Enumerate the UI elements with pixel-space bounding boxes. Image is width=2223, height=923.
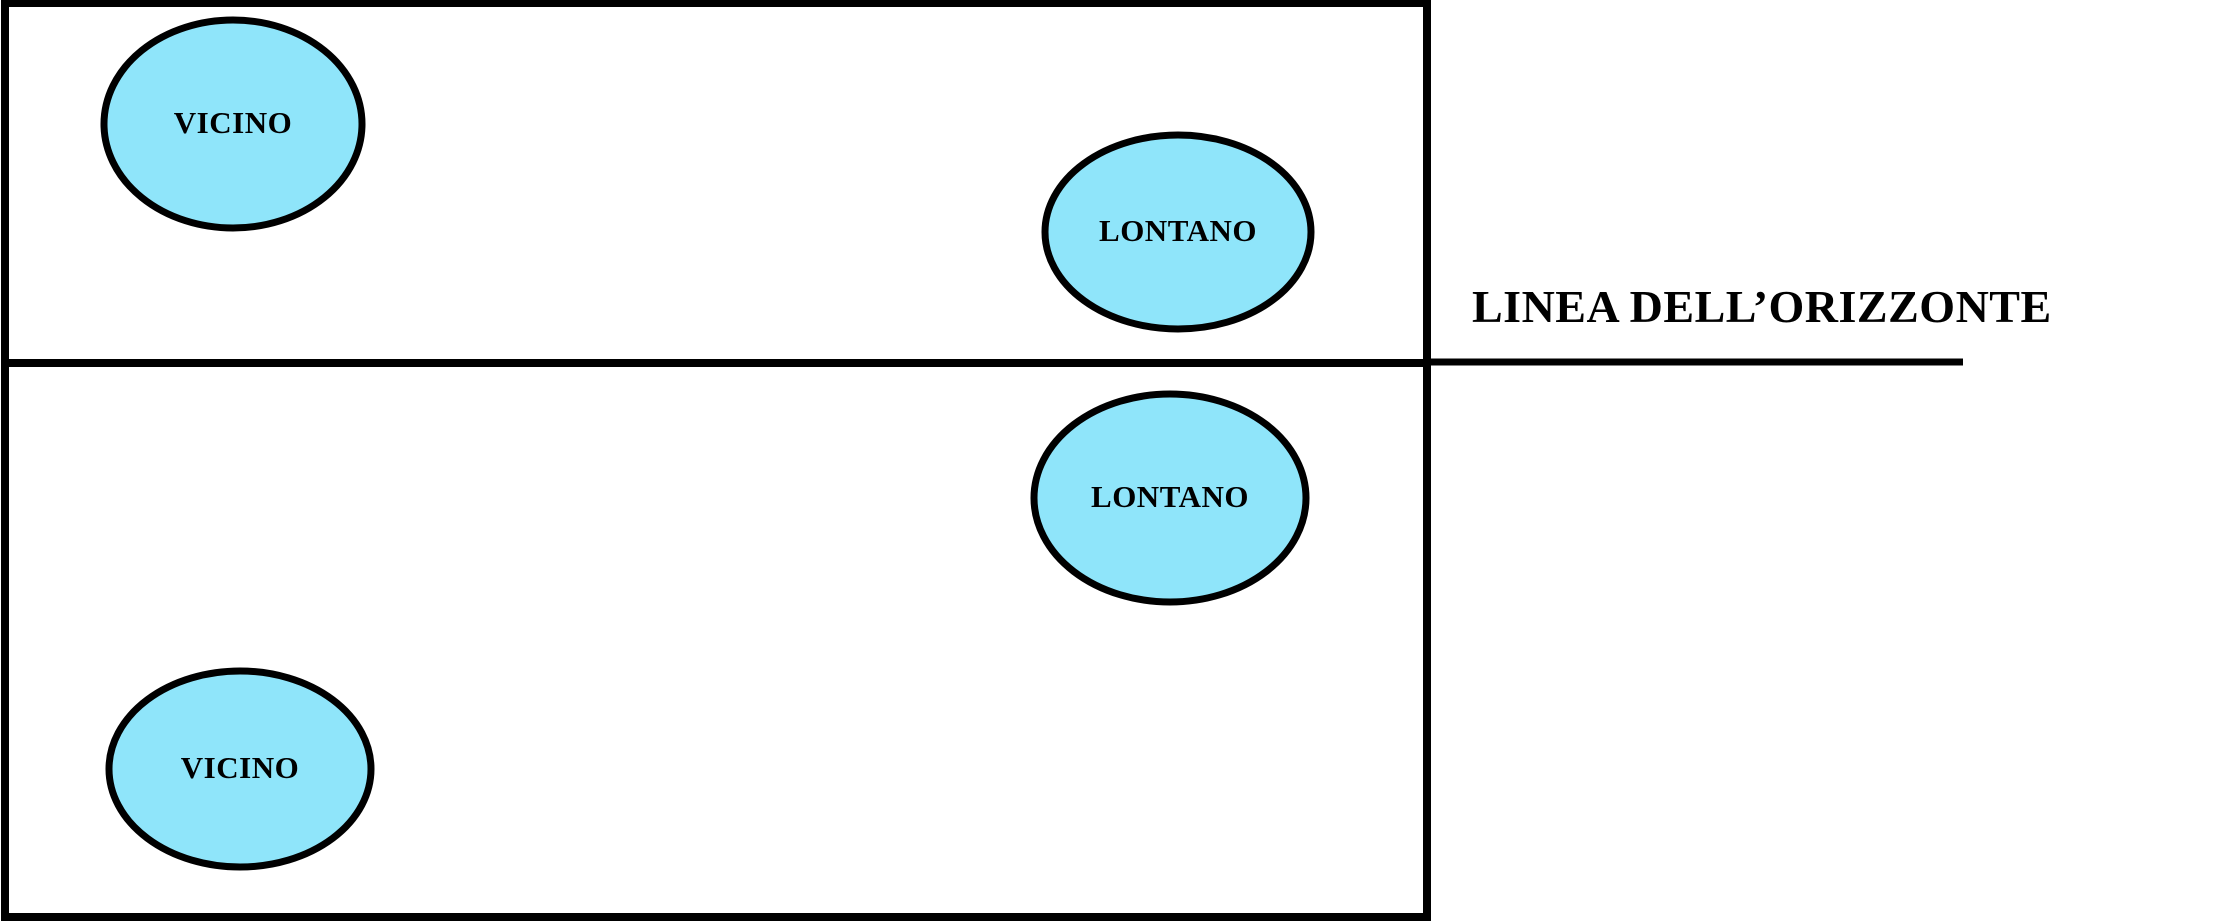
horizon-line-caption: LINEA DELL’ORIZZONTE [1472,281,2052,332]
ellipse-vicino-lower-label: VICINO [181,750,299,785]
ellipse-lontano-upper-label: LONTANO [1099,213,1257,248]
ellipse-lontano-upper[interactable]: LONTANO [1041,131,1315,333]
ellipse-lontano-upper-shape [1041,131,1315,333]
ellipse-vicino-upper-label: VICINO [174,105,292,140]
ellipse-vicino-lower-shape [105,667,375,871]
ellipse-vicino-upper-shape [100,16,366,232]
ellipse-vicino-lower[interactable]: VICINO [105,667,375,871]
ellipse-lontano-lower[interactable]: LONTANO [1030,390,1310,606]
ellipse-vicino-upper[interactable]: VICINO [100,16,366,232]
ellipse-lontano-lower-shape [1030,390,1310,606]
ellipse-lontano-lower-label: LONTANO [1091,479,1249,514]
upper-panel-group: VICINO LONTANO [100,16,1315,333]
lower-panel-group: LONTANO VICINO [105,390,1310,871]
